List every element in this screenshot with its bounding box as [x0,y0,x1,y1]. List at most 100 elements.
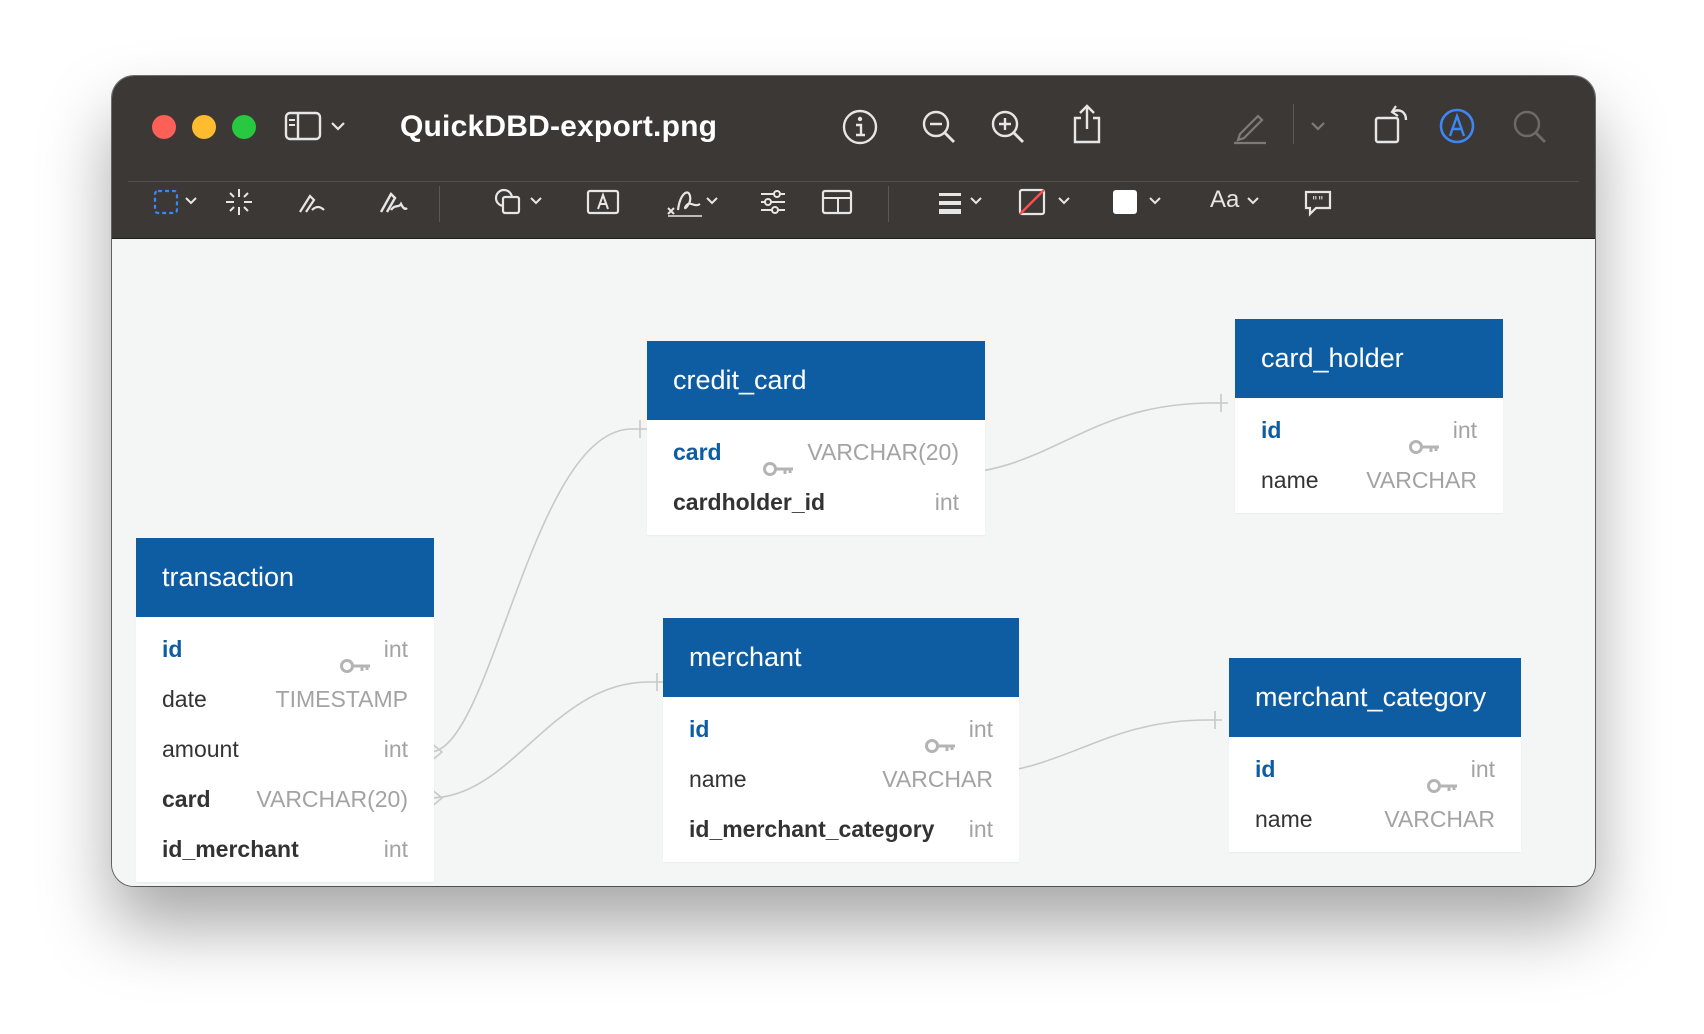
table-row: amount int [136,724,434,774]
chevron-down-icon[interactable] [184,196,198,206]
sidebar-icon[interactable] [284,110,324,142]
shapes-icon[interactable] [492,186,524,218]
chevron-down-icon[interactable] [1310,120,1326,132]
table-header: transaction [136,538,434,617]
field-type: int [1470,756,1495,782]
field-name: card [162,786,211,812]
one-marker [1213,394,1228,412]
one-marker [649,673,664,691]
field-type: VARCHAR(20) [256,786,408,812]
table-merchant[interactable]: merchant id int name VARCHAR id_merchant_cat… [663,618,1019,862]
markup-icon[interactable] [1437,106,1477,146]
key-icon [1426,761,1459,793]
key-icon [924,721,957,753]
field-name: id_merchant_category [689,816,935,842]
border-color-icon[interactable] [1017,187,1047,217]
field-type: int [934,489,959,515]
field-type: TIMESTAMP [275,686,408,712]
field-type: int [968,816,993,842]
chevron-down-icon[interactable] [529,196,543,206]
field-type: int [1452,417,1477,443]
relationship-line [429,681,650,799]
chevron-down-icon[interactable] [330,120,346,132]
chevron-down-icon[interactable] [1057,196,1071,206]
signature-icon[interactable] [664,184,704,218]
table-row: card VARCHAR(20) [136,774,434,824]
toolbar-separator [888,186,889,222]
toolbar-separator [439,186,440,222]
field-name: amount [162,736,239,762]
field-type: int [383,836,408,862]
table-credit-card[interactable]: credit_card card VARCHAR(20) cardholder_id… [647,341,985,535]
table-header: card_holder [1235,319,1503,398]
table-row: card VARCHAR(20) [647,427,985,477]
chevron-down-icon[interactable] [1148,196,1162,206]
rotate-icon[interactable] [1372,102,1412,146]
table-header: credit_card [647,341,985,420]
adjust-color-icon[interactable] [758,188,788,216]
close-window-button[interactable] [152,115,176,139]
zoom-in-icon[interactable] [988,107,1028,147]
rectangular-selection-icon[interactable] [153,189,179,215]
search-icon[interactable] [1510,107,1550,147]
table-row: id_merchant_category int [663,804,1019,854]
fill-color-icon[interactable] [1112,189,1138,215]
sketch-icon[interactable] [296,186,328,218]
chevron-down-icon[interactable] [969,196,983,206]
field-name: id [1261,417,1282,443]
field-name: name [1261,467,1319,493]
key-icon [339,641,372,673]
field-type: int [968,716,993,742]
table-card-holder[interactable]: card_holder id int name VARCHAR [1235,319,1503,513]
table-header: merchant_category [1229,658,1521,737]
field-name: cardholder_id [673,489,826,515]
table-header: merchant [663,618,1019,697]
window-title: QuickDBD-export.png [400,110,718,143]
instant-alpha-icon[interactable] [224,187,254,217]
table-row: cardholder_id int [647,477,985,527]
table-row: id int [136,624,434,674]
text-box-icon[interactable] [586,188,620,216]
field-name: card [673,439,722,465]
shape-style-icon[interactable] [937,191,963,215]
zoom-window-button[interactable] [232,115,256,139]
field-name: name [1255,806,1313,832]
key-icon [1408,422,1441,454]
chevron-down-icon[interactable] [1246,196,1260,206]
field-type: VARCHAR(20) [807,439,959,465]
toolbar-separator [1293,104,1294,144]
table-row: name VARCHAR [1235,455,1503,505]
annotate-icon[interactable]: "" [1302,186,1334,218]
minimize-window-button[interactable] [192,115,216,139]
svg-text:": " [1318,194,1324,208]
field-type: int [383,736,408,762]
field-name: id [162,636,183,662]
table-row: id int [1235,405,1503,455]
table-row: id int [663,704,1019,754]
chevron-down-icon[interactable] [705,196,719,206]
preview-window: QuickDBD-export.png [112,76,1595,886]
highlight-pen-icon[interactable] [1230,106,1270,146]
key-icon [763,444,795,476]
adjust-size-icon[interactable] [821,189,853,215]
field-name: name [689,766,747,792]
info-icon[interactable] [840,107,880,147]
field-type: VARCHAR [1366,467,1477,493]
draw-icon[interactable] [377,186,409,218]
zoom-out-icon[interactable] [919,107,959,147]
field-name: id [689,716,710,742]
text-style-button[interactable]: Aa [1210,186,1240,213]
relationship-line [429,428,633,753]
toolbar-divider [128,181,1579,182]
crows-foot-marker [429,741,444,763]
share-icon[interactable] [1069,102,1105,146]
one-marker [1207,711,1222,729]
field-type: VARCHAR [882,766,993,792]
field-type: int [383,636,408,662]
